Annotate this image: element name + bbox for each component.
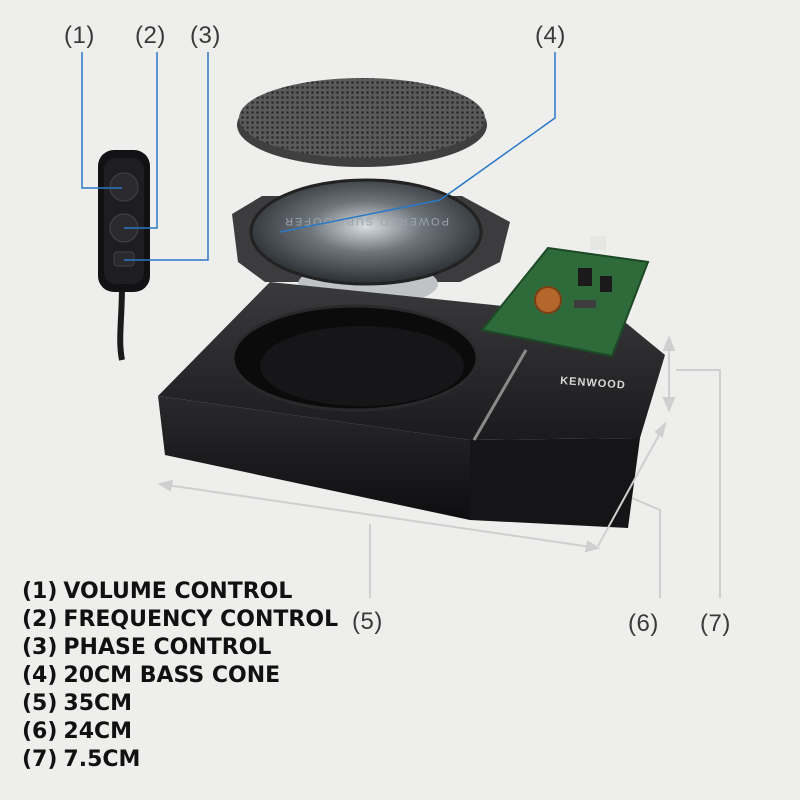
remote-cable [117, 284, 125, 361]
speaker-grille [237, 78, 487, 167]
leader-line-3 [124, 52, 209, 261]
pcb-connector [590, 236, 606, 250]
enclosure-front [158, 396, 470, 520]
speaker-opening-inner [260, 326, 464, 406]
pcb-coil [534, 286, 562, 314]
legend-item: (5)35CM [22, 690, 338, 718]
dimension-lines [157, 335, 721, 598]
legend-item: (1)VOLUME CONTROL [22, 578, 338, 606]
pcb-chip [574, 300, 596, 308]
pcb-board [480, 246, 650, 358]
arrow-height-start [662, 335, 676, 351]
legend-item: (3)PHASE CONTROL [22, 634, 338, 662]
legend-text: 20CM BASS CONE [63, 663, 281, 688]
legend-item: (2)FREQUENCY CONTROL [22, 606, 338, 634]
legend-item: (7)7.5CM [22, 746, 338, 774]
callout-1: (1) [64, 22, 95, 49]
arrow-width-end [654, 421, 667, 438]
legend-text: 7.5CM [63, 747, 141, 772]
callout-7: (7) [700, 610, 731, 637]
callout-5: (5) [352, 608, 383, 635]
arrow-height-end [662, 397, 676, 413]
legend-text: 35CM [63, 691, 133, 716]
remote-controller [98, 150, 150, 361]
bass-cone: POWERED SUBWOOFER [232, 178, 510, 306]
enclosure-side [470, 438, 640, 528]
legend-text: PHASE CONTROL [63, 635, 272, 660]
callout-6: (6) [628, 610, 659, 637]
legend-number: (5) [22, 691, 58, 716]
enclosure-seam [472, 349, 528, 441]
dimension-length [159, 483, 599, 549]
arrow-length-start [157, 479, 174, 492]
legend-text: 24CM [63, 719, 133, 744]
legend-text: VOLUME CONTROL [63, 579, 293, 604]
volume-knob [109, 172, 139, 202]
callout-line-6 [631, 497, 661, 598]
arrow-length-end [584, 540, 601, 553]
legend-number: (7) [22, 747, 58, 772]
legend-number: (3) [22, 635, 58, 660]
pcb-capacitor-2 [600, 276, 612, 292]
cone-text: POWERED SUBWOOFER [283, 215, 449, 227]
leader-line-1 [81, 52, 122, 189]
pcb-capacitor-1 [578, 268, 592, 286]
circuit-board [480, 236, 650, 358]
dimension-width [597, 423, 666, 547]
subwoofer-enclosure: KENWOOD [158, 282, 665, 528]
cone-surface [249, 178, 483, 286]
legend-item: (6)24CM [22, 718, 338, 746]
legend: (1)VOLUME CONTROL (2)FREQUENCY CONTROL (… [22, 578, 338, 774]
leader-line-2 [124, 52, 158, 229]
callout-3: (3) [190, 22, 221, 49]
legend-number: (6) [22, 719, 58, 744]
leader-lines [81, 52, 556, 261]
legend-text: FREQUENCY CONTROL [63, 607, 339, 632]
legend-number: (4) [22, 663, 58, 688]
legend-number: (1) [22, 579, 58, 604]
legend-number: (2) [22, 607, 58, 632]
leader-line-4 [279, 52, 556, 233]
callout-2: (2) [135, 22, 166, 49]
legend-item: (4)20CM BASS CONE [22, 662, 338, 690]
phase-switch [113, 251, 135, 267]
brand-logo: KENWOOD [560, 375, 626, 392]
callout-4: (4) [535, 22, 566, 49]
callout-line-7 [676, 369, 721, 598]
